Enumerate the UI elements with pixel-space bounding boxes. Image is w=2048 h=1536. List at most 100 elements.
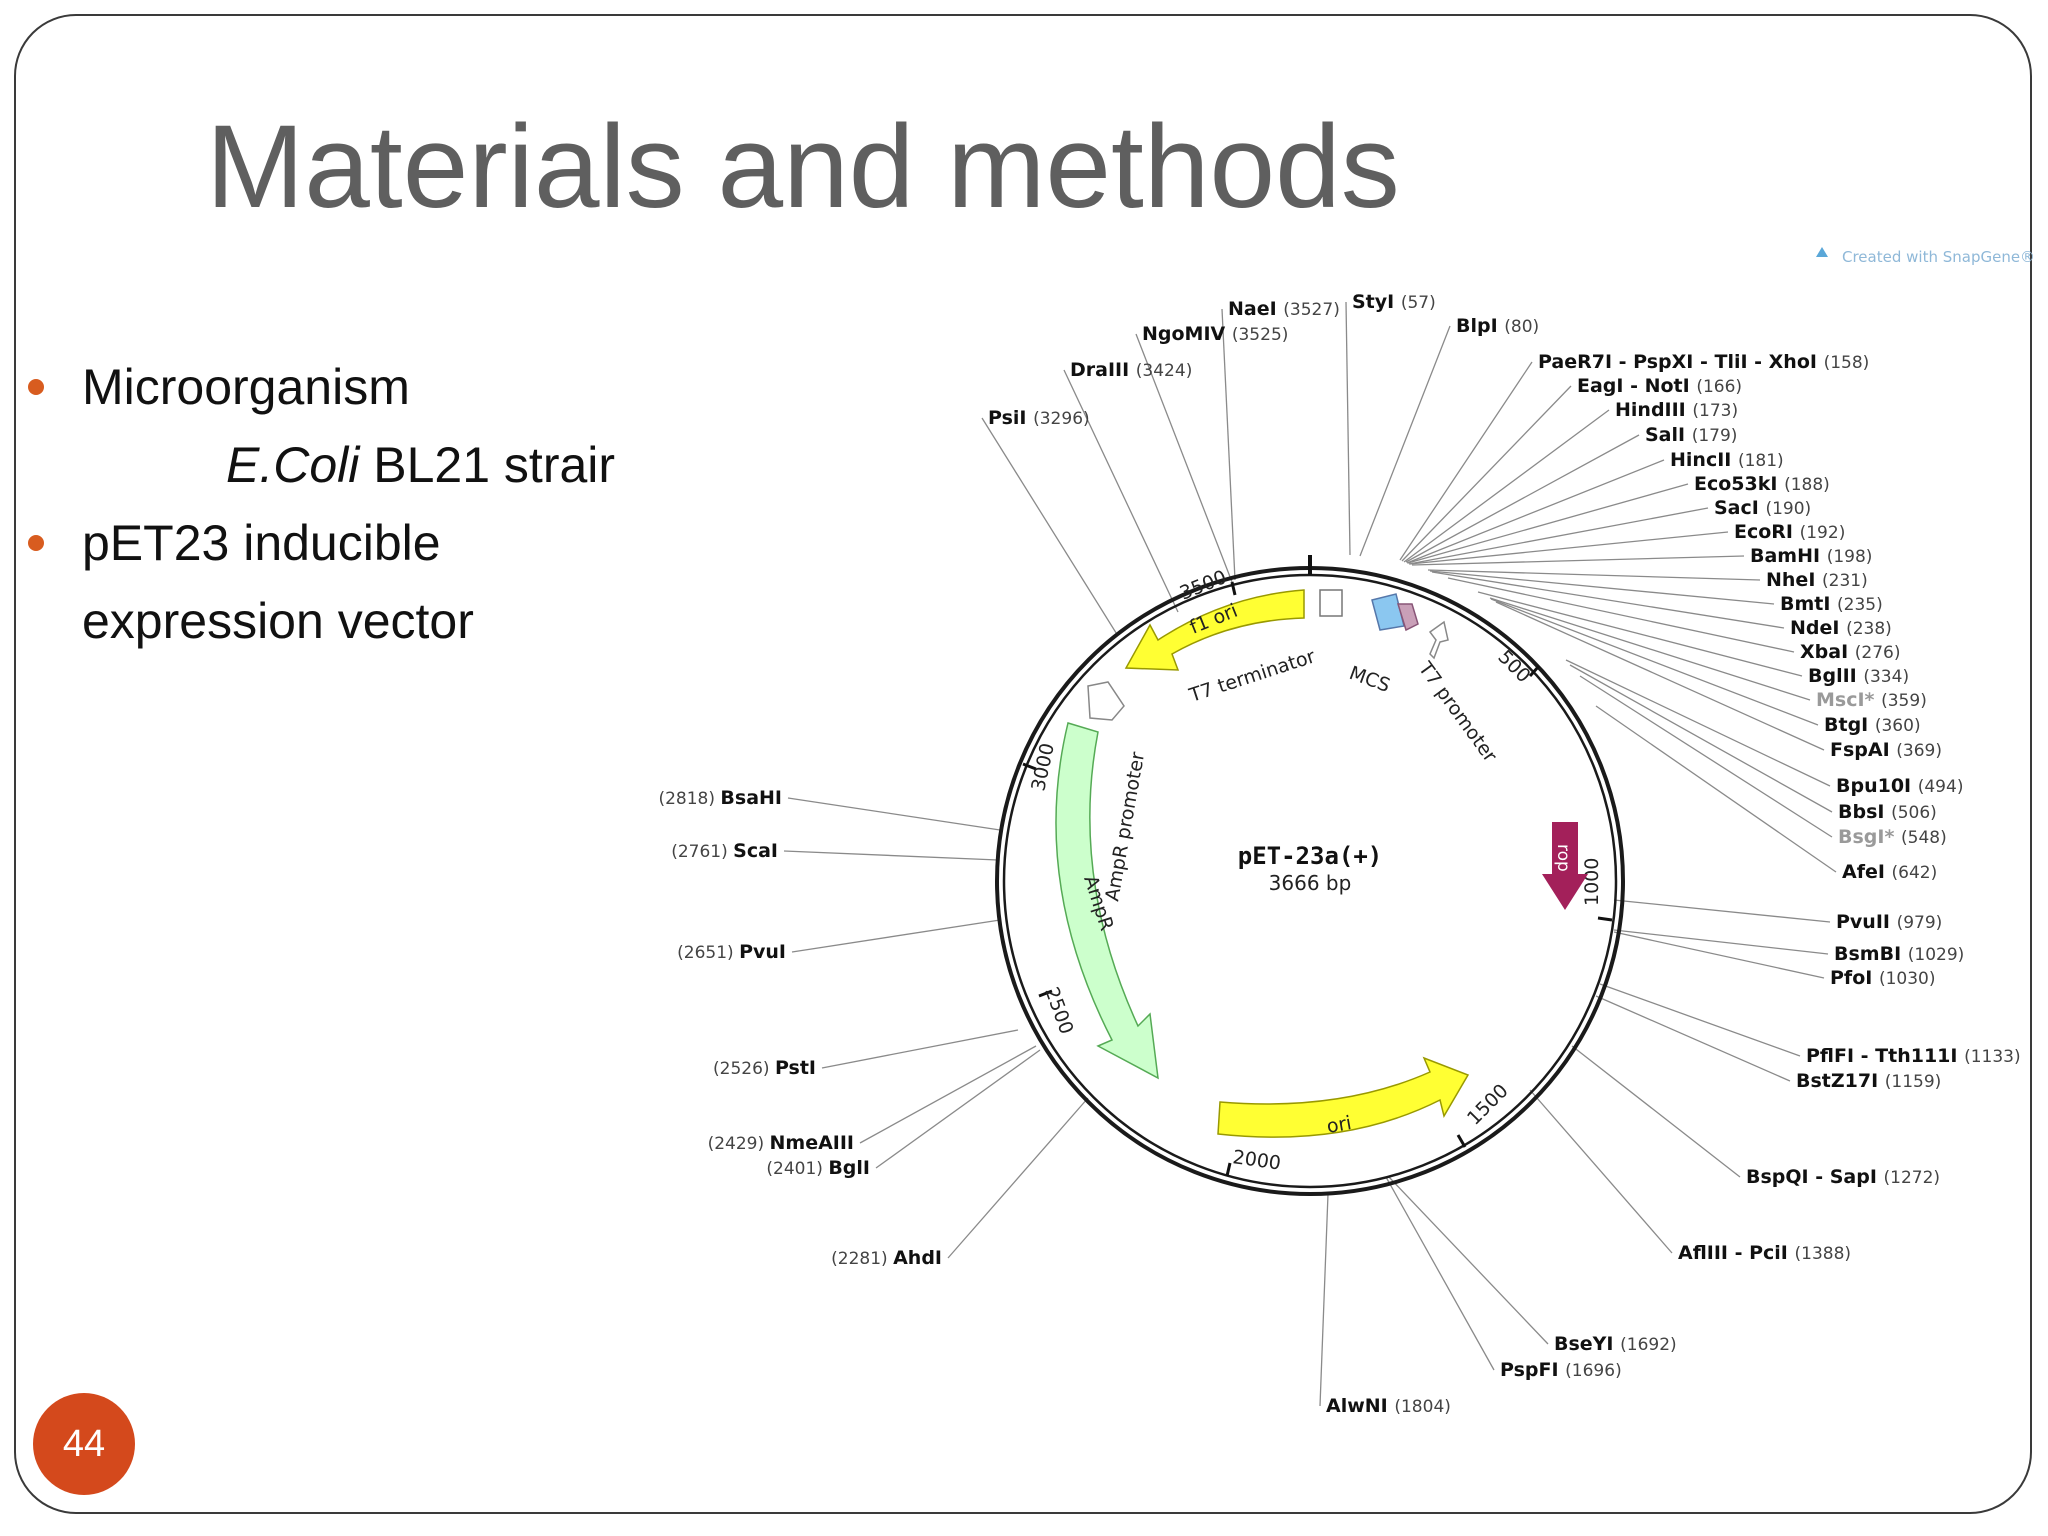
bullet-dot-icon (28, 379, 44, 395)
site-position: (1388) (1795, 1244, 1852, 1264)
site-enzyme-name: BsaHI (720, 787, 782, 809)
site-position: (179) (1692, 426, 1738, 446)
tick-label-500: 500 (1493, 646, 1534, 687)
tick-2000 (1225, 1162, 1232, 1177)
restriction-site-label: (2651) PvuI (677, 941, 786, 963)
feature-label-mcs: MCS (1346, 662, 1393, 697)
site-enzyme-name: AfeI (1842, 861, 1892, 883)
site-leader-line (1403, 409, 1610, 563)
site-enzyme-name: BtgI (1824, 714, 1875, 736)
bullet-subitem: E.Coli BL21 strair (226, 440, 615, 490)
plasmid-name: pET-23a(+) (1238, 842, 1383, 870)
site-position: (80) (1504, 317, 1539, 337)
site-position: (235) (1837, 595, 1883, 615)
site-position: (276) (1855, 643, 1901, 663)
site-enzyme-name: NaeI (1228, 298, 1283, 320)
site-leader-line (1427, 569, 1761, 581)
restriction-site-label: SalI (179) (1645, 424, 1737, 446)
feature-ampr-promoter-arrow (1087, 681, 1125, 721)
site-leader-line (1385, 1176, 1495, 1371)
restriction-site-label: NgoMIV (3525) (1142, 323, 1288, 345)
site-leader-line (1063, 369, 1179, 613)
site-leader-line (1613, 899, 1831, 923)
site-position: (360) (1875, 716, 1921, 736)
site-position: (231) (1822, 571, 1868, 591)
site-leader-line (1399, 361, 1533, 561)
site-enzyme-name: ScaI (733, 840, 778, 862)
site-position: (1029) (1908, 945, 1965, 965)
site-enzyme-name: PvuI (739, 941, 786, 963)
site-leader-lines (783, 301, 1837, 1407)
restriction-site-label: BamHI (198) (1750, 545, 1872, 567)
restriction-site-label: Bpu10I (494) (1836, 775, 1963, 797)
tick-marks (1022, 555, 1613, 1177)
restriction-site-label: BbsI (506) (1838, 801, 1937, 823)
site-enzyme-name: NheI (1766, 569, 1822, 591)
site-position: (1272) (1884, 1168, 1941, 1188)
site-position: (3424) (1136, 361, 1193, 381)
slide-title: Materials and methods (206, 101, 1400, 233)
tick-3500 (1230, 581, 1237, 596)
site-enzyme-name: SacI (1714, 497, 1765, 519)
restriction-site-label: BseYI (1692) (1554, 1333, 1677, 1355)
restriction-site-label: NdeI (238) (1790, 617, 1892, 639)
restriction-site-label: PsiI (3296) (988, 407, 1090, 429)
site-enzyme-name: BsmBI (1834, 943, 1908, 965)
bullet-text: Microorganism (82, 359, 410, 415)
site-enzyme-name: EcoRI (1734, 521, 1800, 543)
restriction-site-label: (2761) ScaI (671, 840, 778, 862)
site-leader-line (1411, 555, 1745, 566)
site-leader-line (875, 1049, 1041, 1169)
site-leader-line (1613, 929, 1829, 955)
site-position: (3525) (1232, 325, 1289, 345)
tick-label-1500: 1500 (1463, 1080, 1513, 1130)
site-leader-line (1345, 301, 1351, 556)
site-enzyme-name: PflFI - Tth111I (1806, 1045, 1964, 1067)
site-enzyme-name: PsiI (988, 407, 1033, 429)
tick-label-2000: 2000 (1231, 1146, 1282, 1175)
site-position: (2429) (708, 1134, 770, 1154)
site-position: (188) (1784, 475, 1830, 495)
restriction-site-label: PspFI (1696) (1500, 1359, 1622, 1381)
site-enzyme-name: FspAI (1830, 739, 1896, 761)
restriction-site-label: XbaI (276) (1800, 641, 1900, 663)
site-position: (3527) (1283, 300, 1340, 320)
site-enzyme-name: PaeR7I - PspXI - TliI - XhoI (1538, 351, 1824, 373)
tick-label-2500: 2500 (1040, 984, 1077, 1037)
site-leader-line (1477, 591, 1803, 677)
site-enzyme-name: PspFI (1500, 1359, 1565, 1381)
site-enzyme-name: BlpI (1456, 315, 1504, 337)
site-position: (173) (1692, 401, 1738, 421)
site-enzyme-name: BstZ17I (1796, 1070, 1885, 1092)
site-position: (192) (1800, 523, 1846, 543)
feature-label-t7-promoter: T7 promoter (1413, 657, 1501, 766)
site-enzyme-name: AflIII - PciI (1678, 1242, 1795, 1264)
site-leader-line (783, 850, 999, 861)
site-leader-line (1490, 598, 1819, 726)
site-position: (2281) (831, 1249, 893, 1269)
site-leader-line (1447, 577, 1795, 653)
site-enzyme-name: DraIII (1070, 359, 1136, 381)
site-leader-line (1408, 507, 1709, 565)
restriction-site-label: BspQI - SapI (1272) (1746, 1166, 1940, 1188)
restriction-site-label: EagI - NotI (166) (1577, 375, 1742, 397)
restriction-site-label: (2281) AhdI (831, 1247, 942, 1269)
site-leader-line (1359, 325, 1451, 557)
restriction-site-label: PaeR7I - PspXI - TliI - XhoI (158) (1538, 351, 1869, 373)
restriction-site-label: (2818) BsaHI (658, 787, 782, 809)
site-position: (198) (1827, 547, 1873, 567)
site-enzyme-name: BglI (828, 1157, 870, 1179)
tick-500 (1528, 664, 1541, 678)
restriction-site-labels: NaeI (3527) NgoMIV (3525) DraIII (3424) Psi… (658, 291, 2020, 1417)
site-enzyme-name: PstI (775, 1057, 816, 1079)
site-leader-line (1595, 705, 1837, 873)
site-position: (3296) (1033, 409, 1090, 429)
site-position: (494) (1918, 777, 1964, 797)
site-enzyme-name: HindIII (1615, 399, 1692, 421)
site-leader-line (1319, 1193, 1329, 1407)
bullet-text: pET23 inducible (82, 515, 441, 571)
site-leader-line (1613, 931, 1825, 979)
site-enzyme-name: XbaI (1800, 641, 1855, 663)
restriction-site-label: BstZ17I (1159) (1796, 1070, 1941, 1092)
feature-rop: rop (1542, 822, 1588, 910)
